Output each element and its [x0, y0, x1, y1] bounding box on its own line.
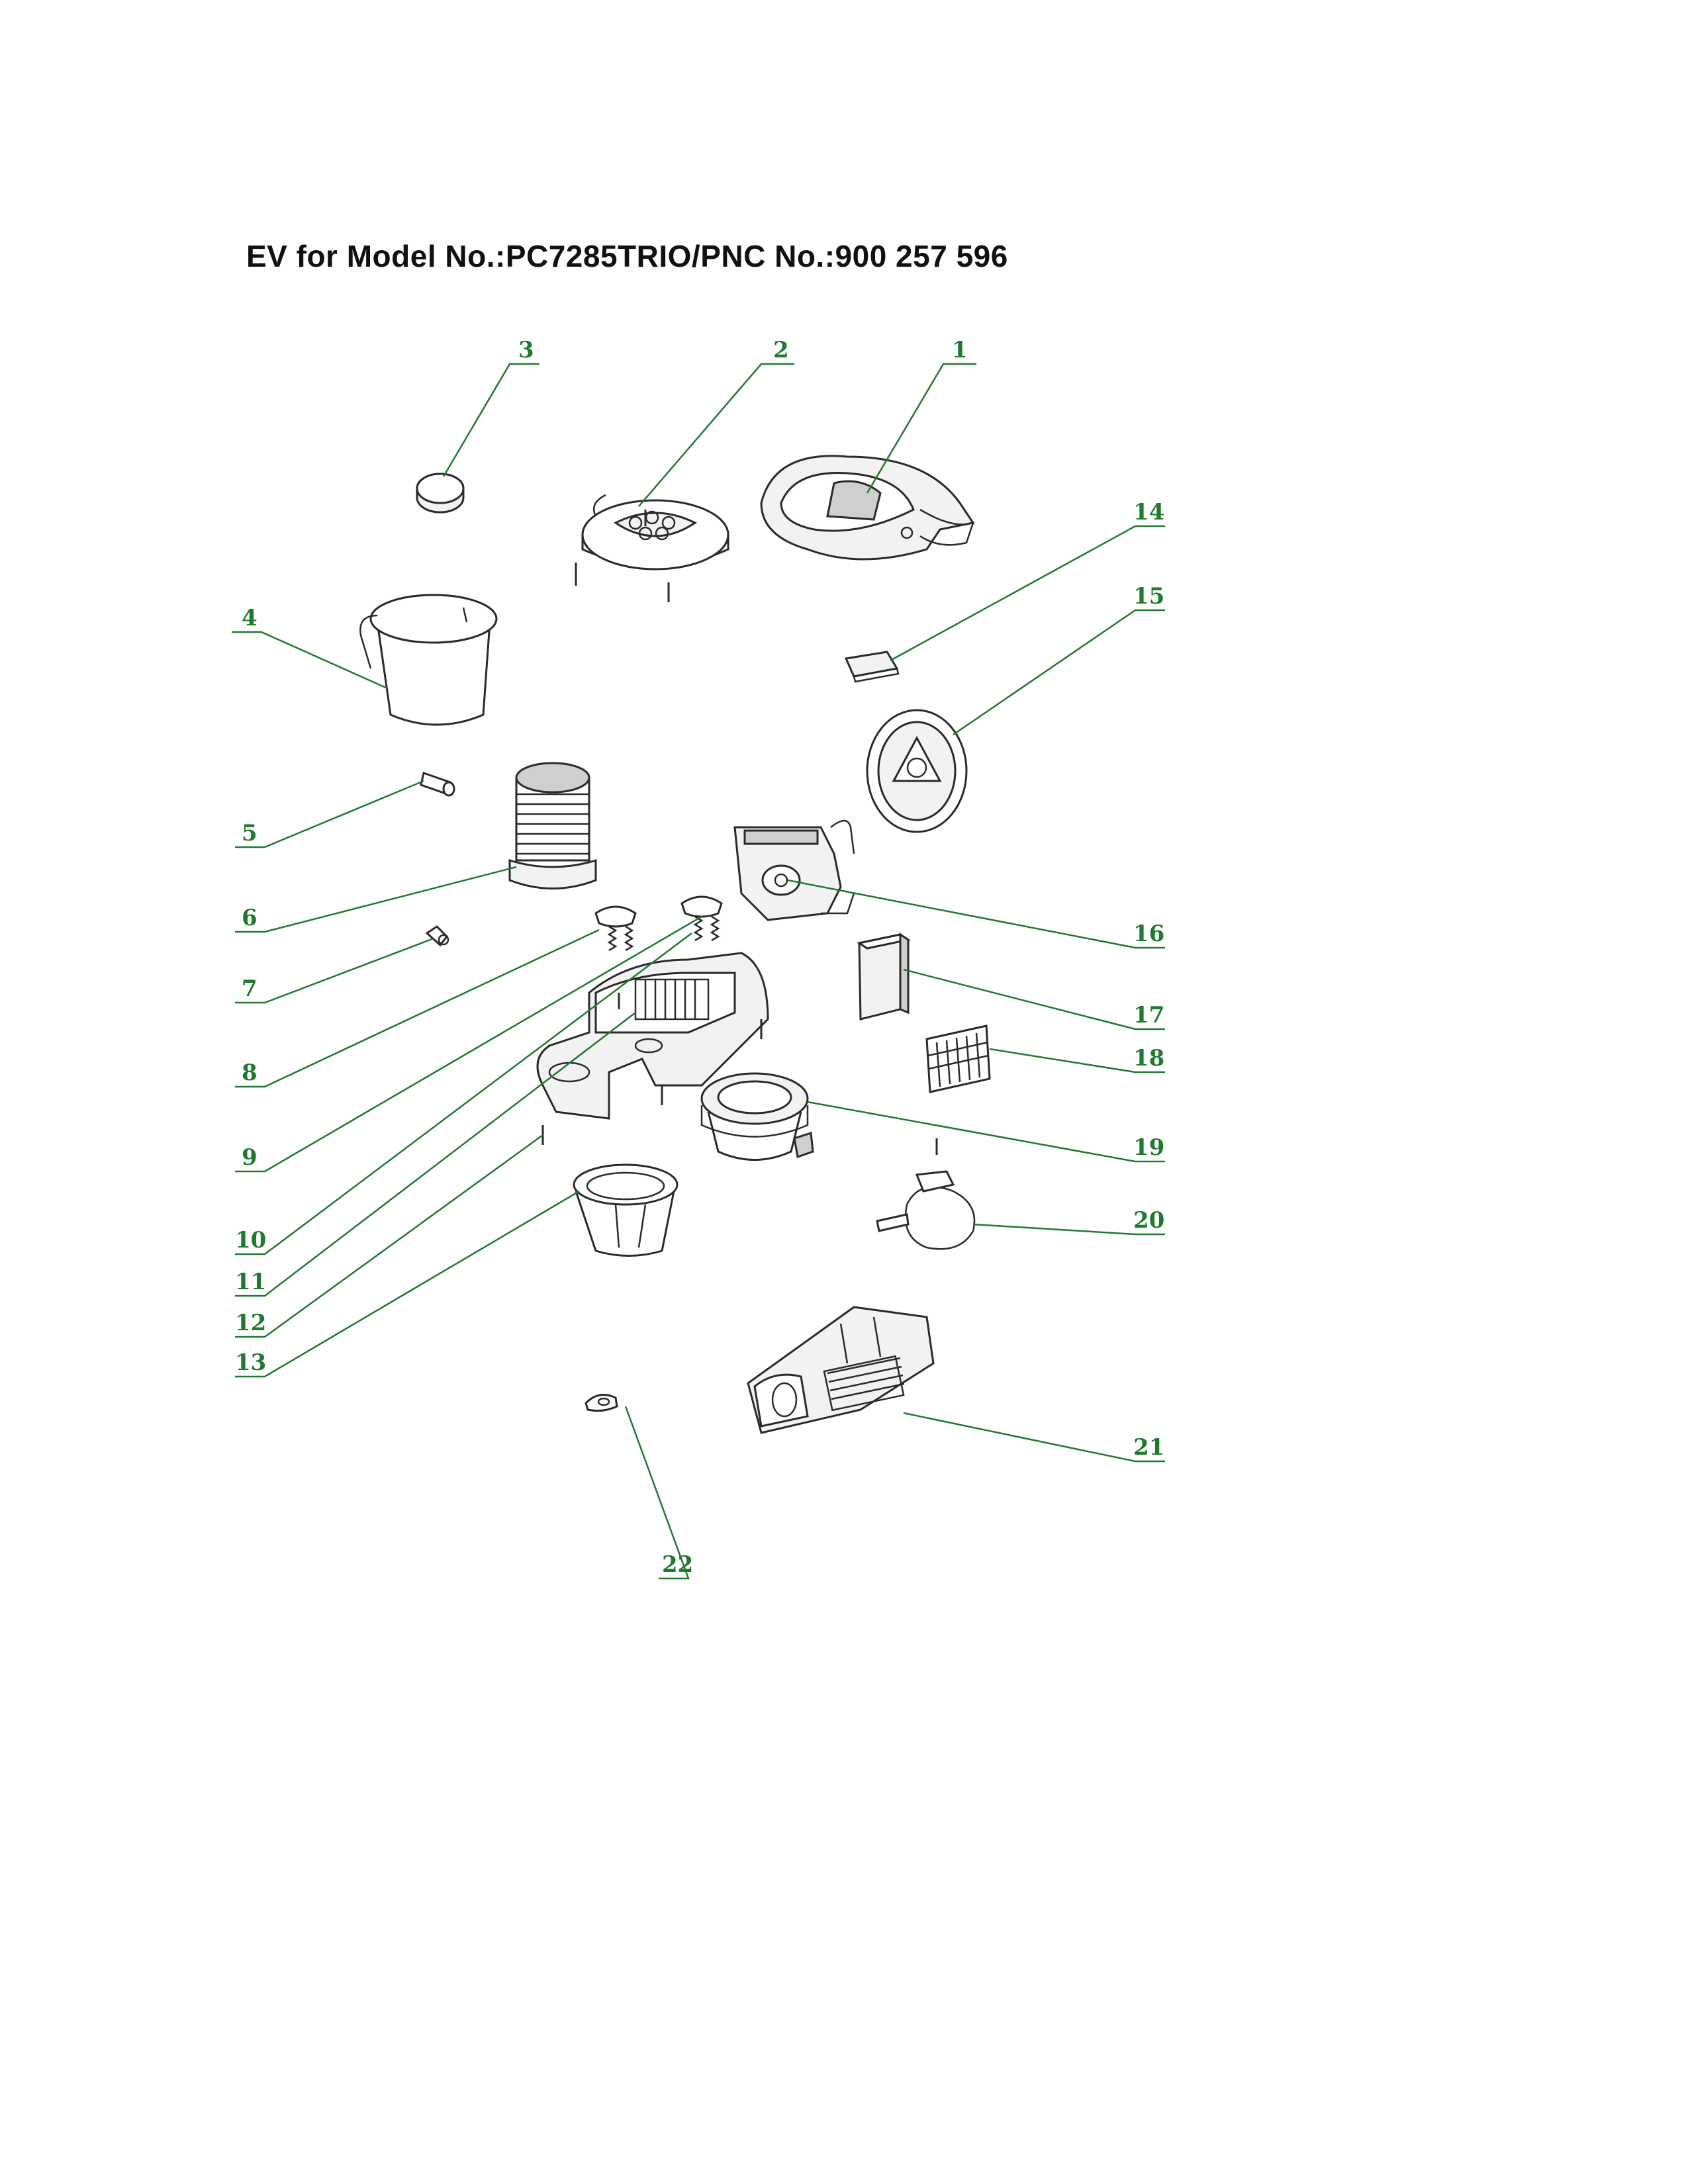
- part-14-filter-pad: [844, 651, 900, 683]
- callout-19: 19: [1133, 1134, 1164, 1161]
- callout-leaders: [232, 363, 1165, 1580]
- callout-2: 2: [773, 337, 789, 363]
- part-3-cap: [416, 473, 465, 514]
- part-7-clip: [425, 925, 449, 947]
- callout-7: 7: [242, 976, 258, 1002]
- callout-8: 8: [242, 1060, 258, 1086]
- part-18-grille-filter: [925, 1024, 991, 1093]
- part-13-inner-basket: [573, 1163, 679, 1257]
- part-8-9-buttons: [594, 895, 723, 952]
- callout-6: 6: [242, 905, 258, 931]
- callout-labels: 1 2 3 4 5 6 7 8 9 10 11 12 13 14 15 16 1…: [235, 337, 1164, 1578]
- part-5-connector-tube: [420, 772, 455, 797]
- callout-17: 17: [1133, 1002, 1164, 1028]
- callout-4: 4: [242, 605, 258, 631]
- callout-14: 14: [1133, 499, 1164, 525]
- part-21-bottom-housing: [747, 1306, 935, 1434]
- part-2-top-cover: [575, 494, 729, 602]
- callout-11: 11: [235, 1269, 266, 1295]
- part-16-rear-panel: [733, 819, 855, 921]
- part-20-cord-clip: [876, 1138, 976, 1250]
- part-22-latch: [585, 1394, 618, 1412]
- part-15-wheel: [866, 709, 968, 833]
- callout-5: 5: [242, 820, 258, 846]
- callout-20: 20: [1133, 1207, 1164, 1234]
- callout-18: 18: [1133, 1045, 1164, 1071]
- callout-3: 3: [518, 337, 534, 363]
- callout-13: 13: [235, 1349, 266, 1376]
- callout-12: 12: [235, 1310, 266, 1336]
- part-17-foam-filter: [857, 933, 911, 1021]
- callout-9: 9: [242, 1144, 258, 1171]
- part-1-lid-handle: [760, 455, 975, 561]
- part-10-12-main-body: [536, 952, 769, 1145]
- callout-1: 1: [952, 337, 968, 363]
- callout-16: 16: [1133, 921, 1164, 947]
- part-6-cylindrical-filter: [508, 762, 597, 889]
- part-19-motor: [700, 1072, 814, 1161]
- part-4-dust-container: [359, 594, 498, 726]
- callout-21: 21: [1133, 1434, 1164, 1461]
- callout-22: 22: [662, 1551, 693, 1578]
- diagram-title: EV for Model No.:PC7285TRIO/PNC No.:900 …: [246, 239, 1008, 273]
- callout-15: 15: [1133, 583, 1164, 610]
- callout-10: 10: [235, 1227, 266, 1253]
